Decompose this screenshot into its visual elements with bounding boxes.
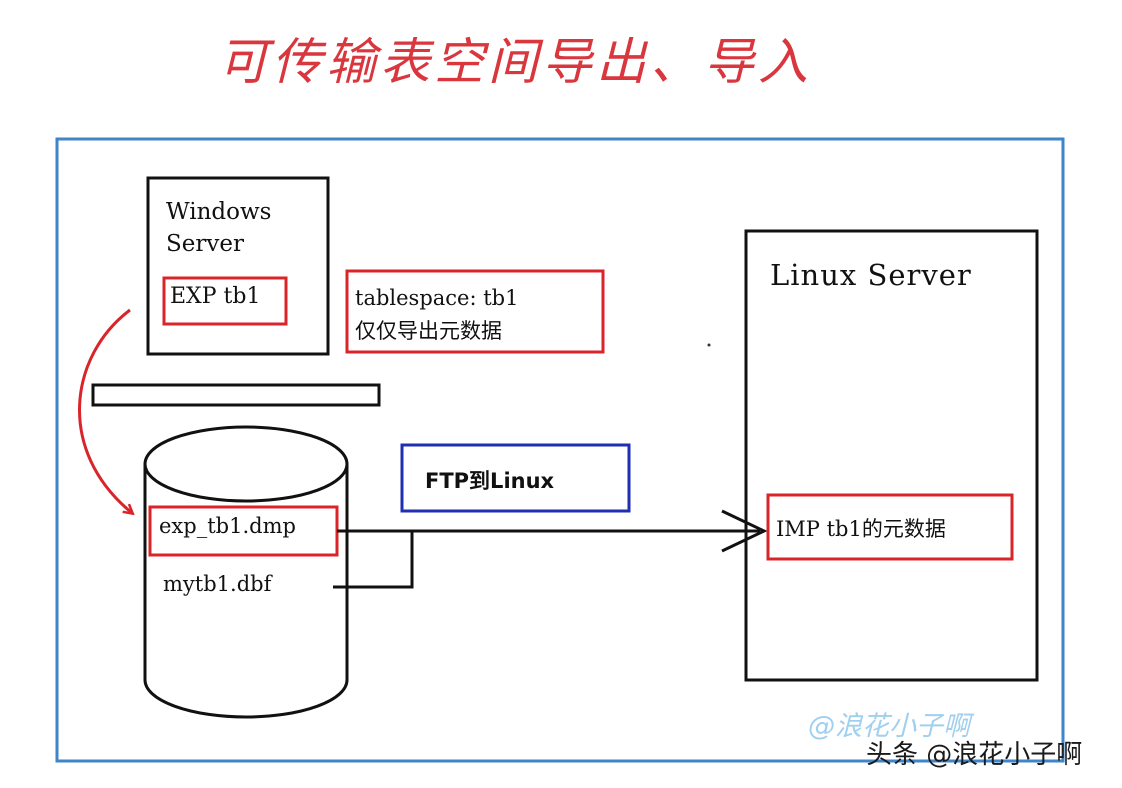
outer-frame xyxy=(55,137,1065,763)
exp-command-highlight xyxy=(162,276,288,326)
faint-watermark: @浪花小子啊 xyxy=(808,711,970,742)
tablespace-note-box xyxy=(345,269,605,354)
imp-command-highlight xyxy=(766,493,1014,561)
linux-server-title: Linux Server xyxy=(770,258,972,292)
imp-command-label: IMP tb1的元数据 xyxy=(776,517,946,541)
windows-server-label: Windows Server xyxy=(166,196,271,260)
diagram-title: 可传输表空间导出、导入 xyxy=(218,33,812,91)
export-arrow xyxy=(78,308,132,513)
credit-watermark: 头条 @浪花小子啊 xyxy=(866,740,1083,770)
tablespace-note: tablespace: tb1 仅仅导出元数据 xyxy=(355,282,518,348)
transfer-arrowhead xyxy=(721,509,768,553)
linux-server-box xyxy=(744,229,1039,682)
separator-bar xyxy=(91,383,381,407)
transfer-line-dbf xyxy=(333,531,414,589)
storage-cylinder-body xyxy=(143,464,349,719)
ftp-label: FTP到Linux xyxy=(425,469,555,493)
dbf-file-label: mytb1.dbf xyxy=(163,572,272,596)
exp-command-label: EXP tb1 xyxy=(170,284,261,309)
tablespace-note-line2: 仅仅导出元数据 xyxy=(355,319,502,343)
ftp-box xyxy=(400,443,631,513)
windows-server-line1: Windows xyxy=(166,199,272,225)
windows-server-line2: Server xyxy=(166,231,244,257)
storage-cylinder-top xyxy=(143,425,349,503)
dmp-file-label: exp_tb1.dmp xyxy=(159,514,296,538)
windows-server-box xyxy=(146,176,330,356)
tablespace-note-line1: tablespace: tb1 xyxy=(355,286,519,310)
stray-dot xyxy=(707,343,711,347)
